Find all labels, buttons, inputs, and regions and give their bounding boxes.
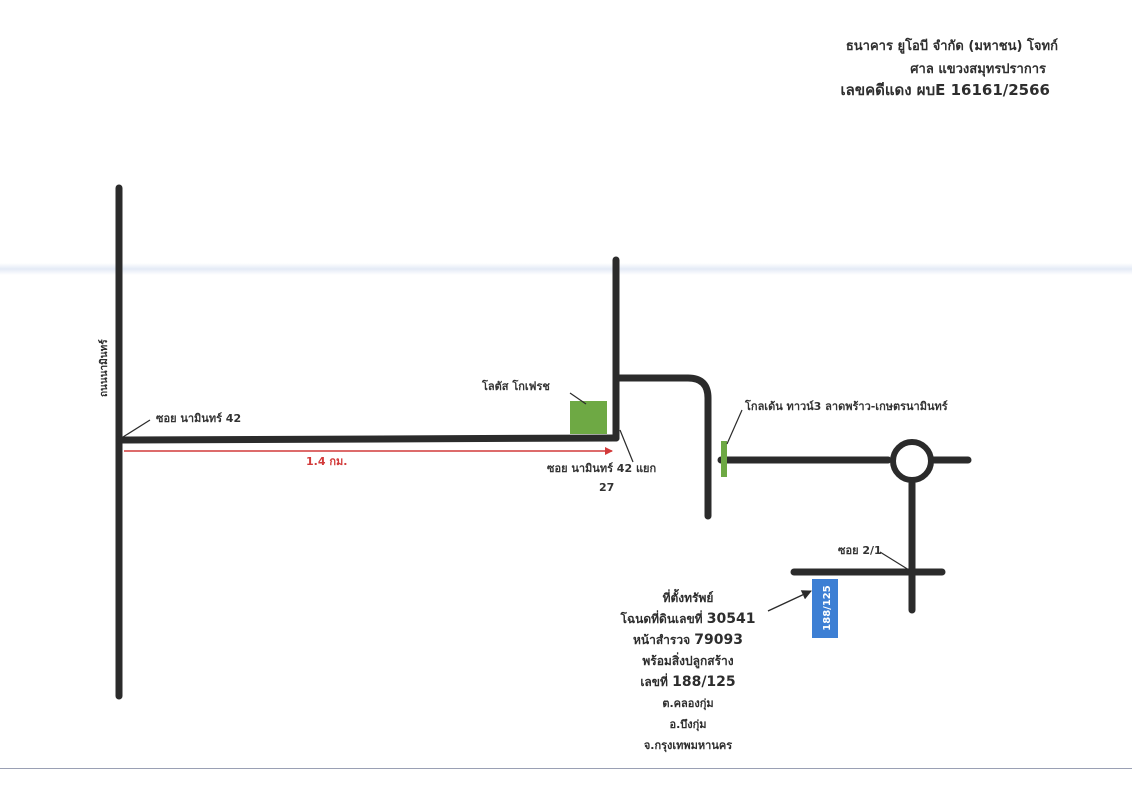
property-deed: โฉนดที่ดินเลขที่ 30541	[578, 609, 798, 630]
golden-town-gate-marker	[721, 441, 727, 477]
header-case-number: เลขคดีแดง ผบE 16161/2566	[840, 81, 1051, 99]
house-label: เลขที่	[640, 675, 668, 689]
property-marker-label: 188/125	[822, 585, 833, 630]
leader-soi-2-1	[879, 551, 910, 571]
property-title: ที่ตั้งทรัพย์	[662, 591, 714, 605]
scan-artifact-band	[0, 263, 1132, 275]
road-curve-connector	[615, 374, 712, 520]
road-label-soi-42: ซอย นามินทร์ 42	[156, 412, 242, 425]
property-district: อ.บึงกุ่ม	[669, 718, 707, 731]
deed-label: โฉนดที่ดินเลขที่	[620, 612, 703, 626]
distance-label: 1.4 กม.	[306, 455, 348, 468]
road-label-soi-42-27: ซอย นามินทร์ 42 แยก	[547, 462, 657, 475]
road-label-soi-42-27-suffix: 27	[599, 481, 615, 494]
survey-number: 79093	[694, 632, 744, 648]
leader-soi-42	[122, 419, 151, 438]
leader-soi-42-27	[619, 429, 634, 463]
survey-label: หน้าสำรวจ	[632, 633, 691, 647]
landmark-label-golden-town: โกลเด้น ทาวน์3 ลาดพร้าว-เกษตรนามินทร์	[745, 400, 948, 413]
property-house: เลขที่ 188/125	[578, 672, 798, 693]
property-subdistrict: ต.คลองกุ่ม	[662, 697, 714, 710]
lotus-store-marker	[570, 401, 607, 434]
leader-lotus	[569, 392, 587, 405]
property-province: จ.กรุงเทพมหานคร	[643, 739, 733, 752]
property-details: ที่ตั้งทรัพย์ โฉนดที่ดินเลขที่ 30541 หน้…	[578, 588, 798, 756]
landmark-label-lotus: โลตัส โกเฟรช	[482, 380, 550, 393]
road-label-naminthr: ถนนนามินทร์	[99, 339, 110, 397]
deed-number: 30541	[706, 611, 756, 627]
property-plot-marker	[812, 579, 838, 638]
road-soi-42	[115, 434, 620, 444]
header-plaintiff: ธนาคาร ยูโอบี จำกัด (มหาชน) โจทก์	[845, 39, 1058, 54]
bottom-rule	[0, 768, 1132, 769]
house-number: 188/125	[672, 674, 736, 690]
leader-golden-town	[726, 409, 743, 445]
roundabout	[890, 439, 934, 483]
property-survey: หน้าสำรวจ 79093	[578, 630, 798, 651]
road-label-soi-2-1: ซอย 2/1	[838, 544, 882, 557]
property-building: พร้อมสิ่งปลูกสร้าง	[642, 654, 734, 668]
header-court: ศาล แขวงสมุทรปราการ	[910, 62, 1046, 77]
property-pointer-arrow	[767, 590, 812, 612]
